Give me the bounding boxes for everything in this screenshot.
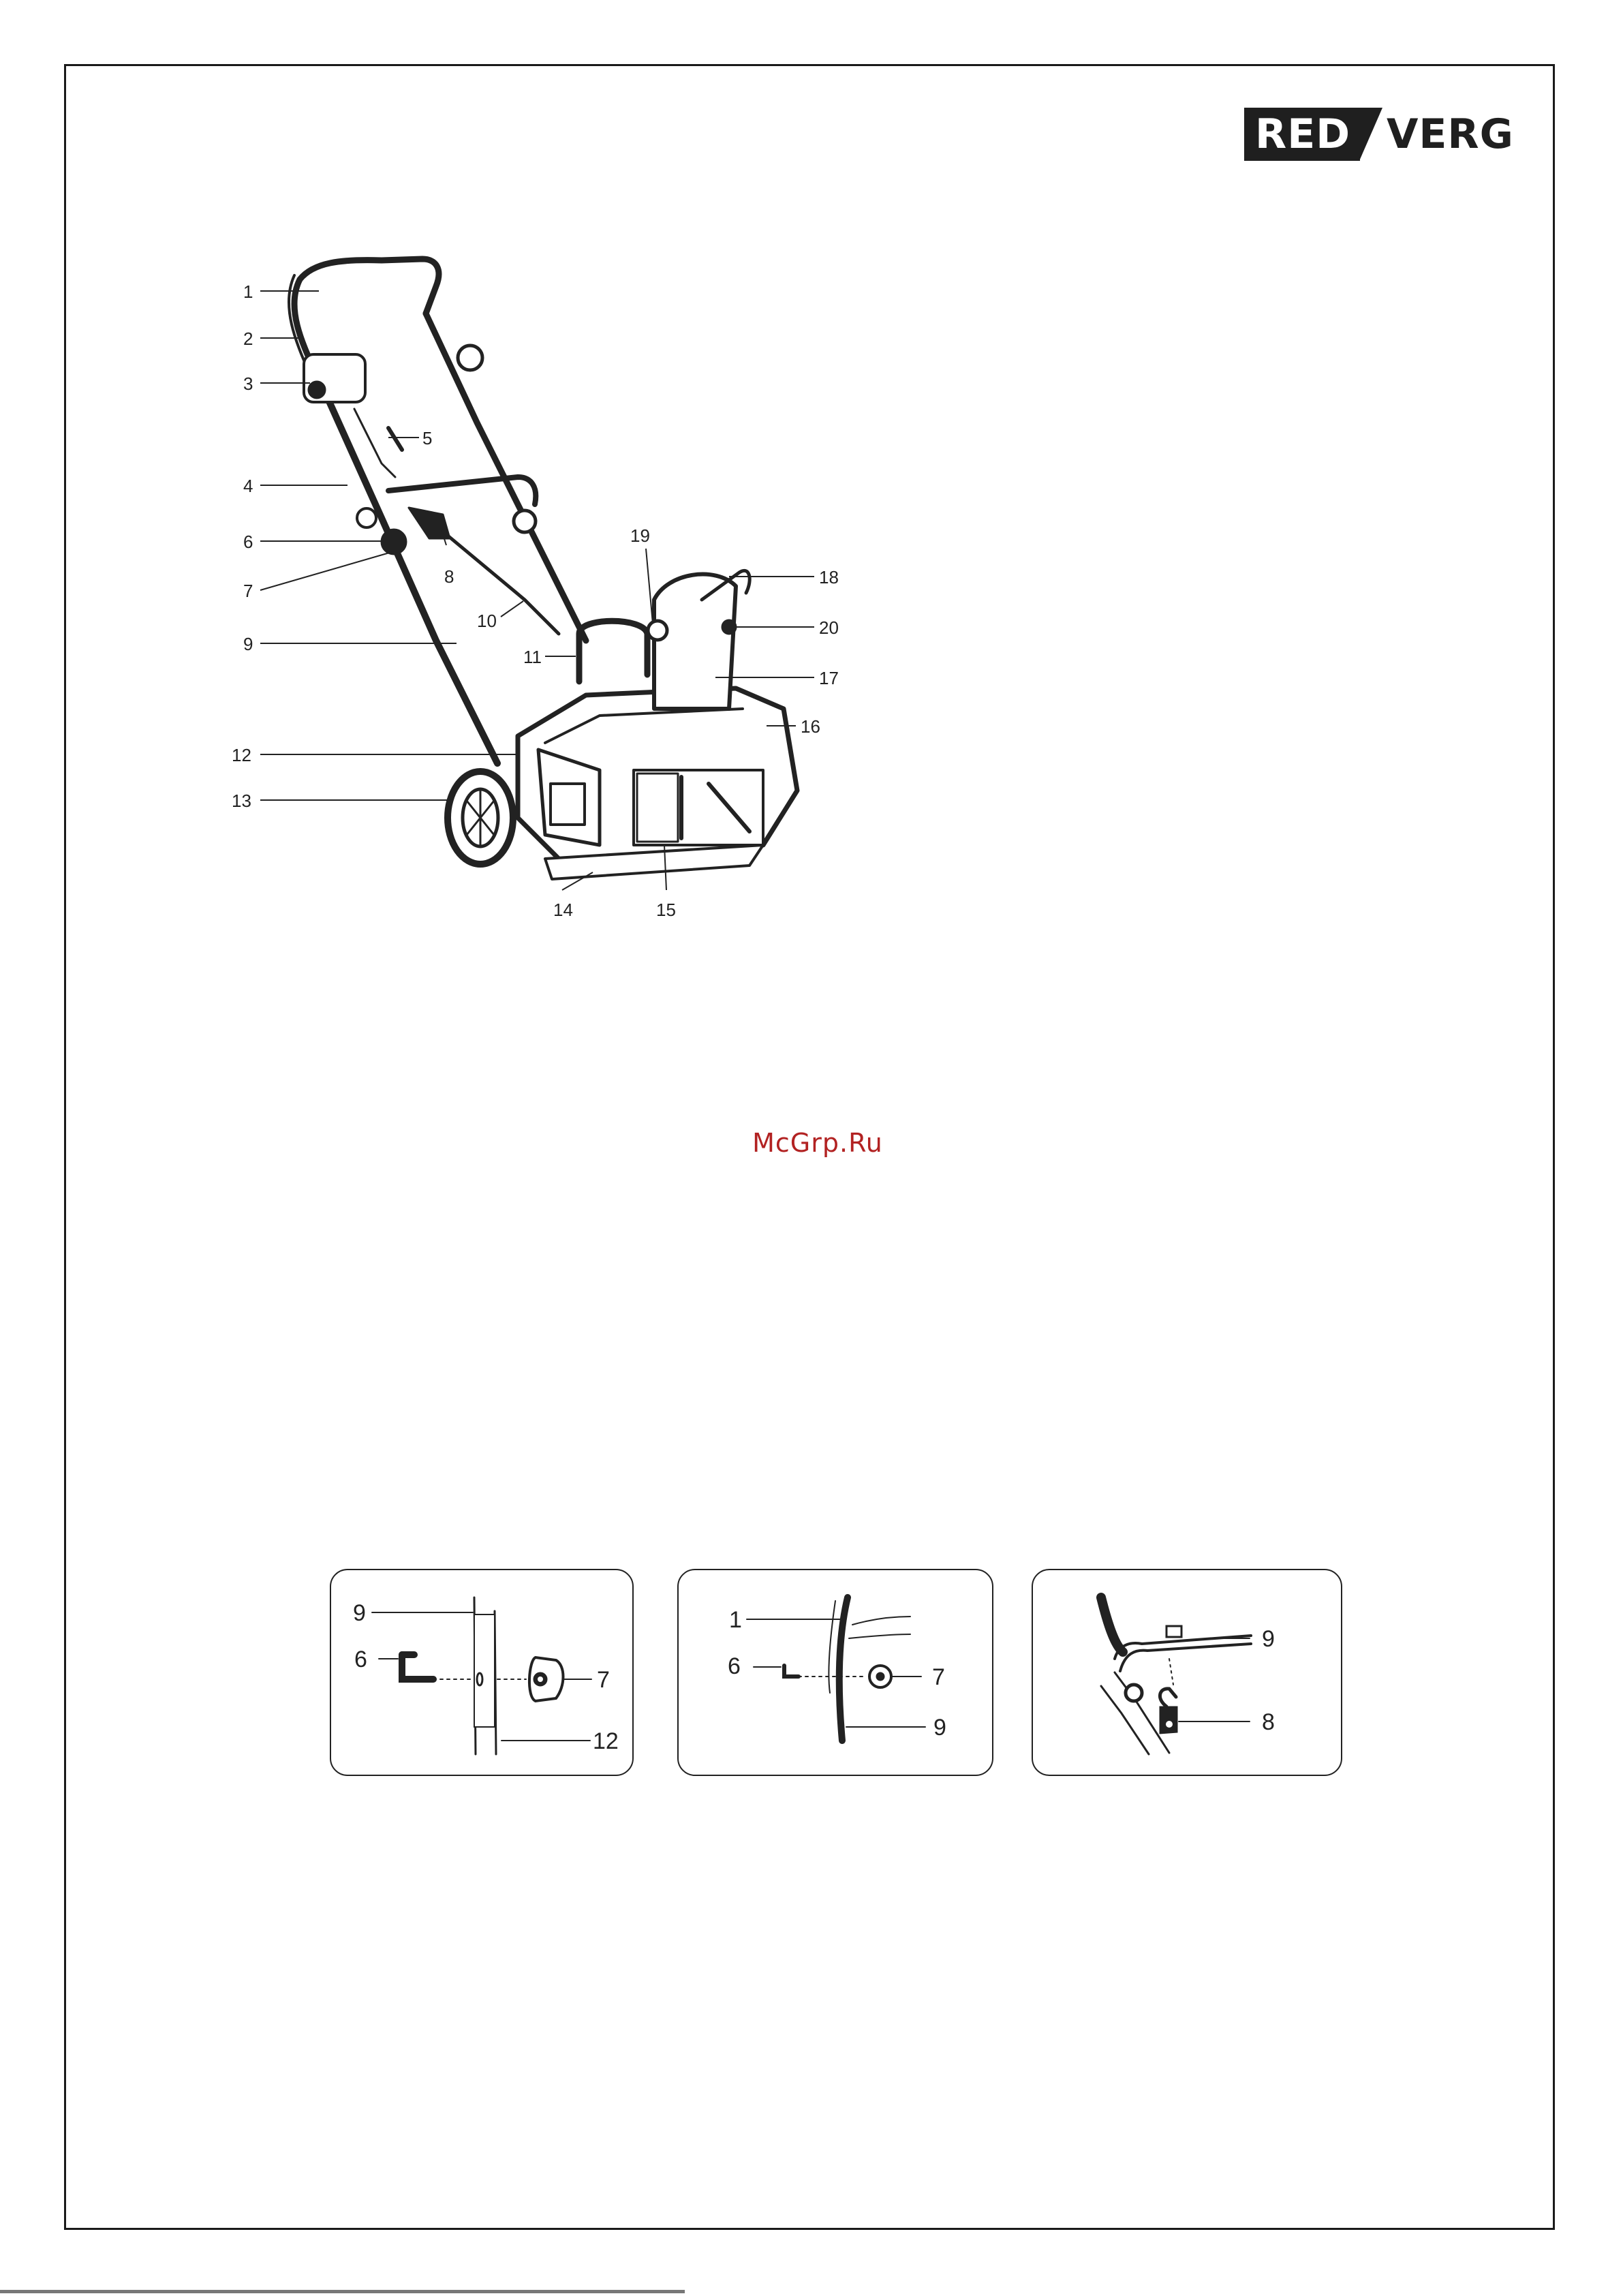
inset-1-label-12: 12 [593,1728,619,1754]
watermark: McGrp.Ru [715,1128,920,1158]
callout-8: 8 [444,566,454,587]
callout-11: 11 [523,647,542,667]
inset-3-label-8: 8 [1262,1709,1275,1735]
callout-1: 1 [243,281,253,302]
callout-7: 7 [243,581,253,601]
callout-6: 6 [243,532,253,552]
inset-1-label-6: 6 [354,1647,367,1672]
callout-16: 16 [801,716,820,737]
callout-5: 5 [422,428,432,448]
snow-thrower-diagram: 1 2 3 4 5 6 7 8 9 10 11 12 13 14 15 16 1… [0,0,1623,954]
inset-2-label-1: 1 [729,1607,742,1633]
inset-2-label-9: 9 [933,1715,946,1741]
callout-20: 20 [819,617,839,638]
inset-2-label-7: 7 [932,1664,945,1690]
callout-12: 12 [232,745,251,765]
inset-detail-1: 9 6 7 12 [330,1569,634,1776]
inset-1-label-9: 9 [353,1600,366,1626]
inset-detail-2: 1 6 7 9 [677,1569,993,1776]
callout-18: 18 [819,567,839,587]
inset-2-label-6: 6 [728,1653,741,1679]
callout-19: 19 [630,525,650,546]
callout-9: 9 [243,634,253,654]
inset-3-label-9: 9 [1262,1626,1275,1652]
callout-10: 10 [477,611,497,631]
bottom-rule [0,2290,685,2293]
callout-2: 2 [243,328,253,349]
callout-15: 15 [656,900,676,920]
callout-4: 4 [243,476,253,496]
inset-1-label-7: 7 [597,1667,610,1693]
callout-17: 17 [819,668,839,688]
callout-13: 13 [232,791,251,811]
callout-14: 14 [553,900,573,920]
callout-3: 3 [243,373,253,394]
inset-detail-3: 9 8 [1032,1569,1342,1776]
